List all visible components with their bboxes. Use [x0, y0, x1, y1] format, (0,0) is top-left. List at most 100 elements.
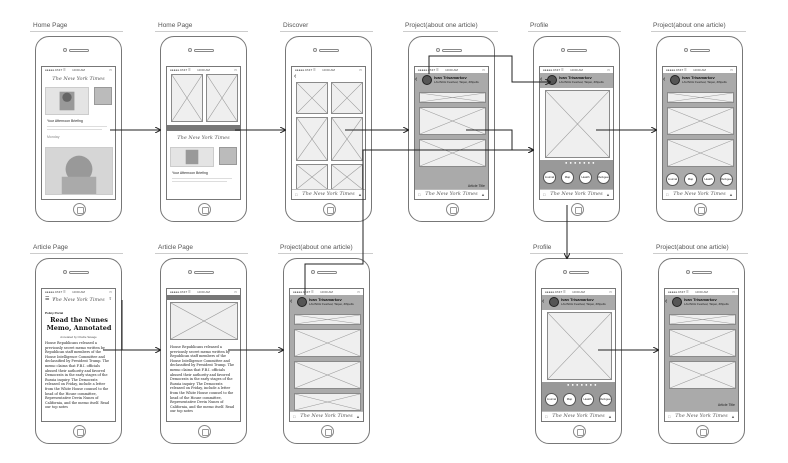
- phone-project-3: ●●●●● AT&T ☰10:00 AM▭ ‹ Ivan Trisamarkov…: [283, 258, 370, 444]
- label-project-1: Project(about one article): [405, 22, 478, 29]
- project-card-3[interactable]: [419, 139, 486, 167]
- large-photo: [45, 147, 113, 195]
- project-header: ‹ Ivan Trisamarkov LAUNCH Festival, Taip…: [663, 73, 736, 88]
- screen-home-2: ●●●●● AT&T ☰10:00 AM▭ The New York Times…: [166, 66, 241, 200]
- article-headline: Read the Nunes Memo, Annotated: [46, 316, 112, 332]
- back-chevron-icon[interactable]: ‹: [663, 76, 666, 83]
- project-card-3[interactable]: [294, 361, 361, 389]
- tag-journal[interactable]: Journal: [666, 173, 679, 186]
- menu-tile-1[interactable]: [171, 74, 203, 122]
- menu-tile-2[interactable]: [206, 74, 238, 122]
- project-author: Ivan Trisamarkov: [684, 297, 717, 302]
- masthead-2: The New York Times: [177, 135, 230, 141]
- avatar[interactable]: [297, 297, 307, 307]
- back-chevron-icon[interactable]: ‹: [540, 76, 543, 83]
- project-card-2[interactable]: [669, 329, 736, 357]
- project-card-4[interactable]: [294, 393, 361, 411]
- tag-map[interactable]: Map: [684, 173, 697, 186]
- screen-article-2: ●●●●● AT&T ☰10:00 AM▭ House Republicans …: [166, 288, 241, 422]
- tag-health[interactable]: Health: [579, 171, 592, 184]
- arrow-project1-profile1b: [466, 129, 533, 150]
- project-card-1[interactable]: [667, 92, 734, 103]
- screen-project-2: ●●●●● AT&T ☰10:00 AM▭ ‹ Ivan Trisamarkov…: [662, 66, 737, 200]
- phone-project-1: ●●●●● AT&T ☰10:00 AM▭ ‹ Ivan Trisamarkov…: [408, 36, 495, 222]
- discover-tile-2[interactable]: [331, 82, 363, 114]
- phone-article-page-1: ●●●●● AT&T ☰10:00 AM▭ ☰ ⌕ The New York T…: [35, 258, 122, 444]
- back-chevron-icon[interactable]: ‹: [665, 298, 668, 305]
- home-button[interactable]: [73, 425, 86, 438]
- avatar[interactable]: [549, 297, 559, 307]
- screen-article-1: ●●●●● AT&T ☰10:00 AM▭ ☰ ⌕ The New York T…: [41, 288, 116, 422]
- hero-photo-2: [170, 147, 214, 167]
- home-button[interactable]: [696, 425, 709, 438]
- thumb-photo: [94, 87, 112, 105]
- home-button[interactable]: [73, 203, 86, 216]
- phone-profile-2: ●●●●● AT&T ☰10:00 AM▭ ‹ Ivan Trisamarkov…: [535, 258, 622, 444]
- discover-tile-4[interactable]: [331, 117, 363, 161]
- profile-subtitle: LAUNCH Festival, Taipei, #iftpolls: [559, 80, 604, 84]
- back-chevron-icon[interactable]: ‹: [290, 298, 293, 305]
- page-dots[interactable]: ● ● ● ● ● ● ●: [567, 382, 598, 387]
- discover-tile-1[interactable]: [296, 82, 328, 114]
- briefing-date: Monday: [47, 135, 60, 139]
- home-button[interactable]: [694, 203, 707, 216]
- home-button[interactable]: [321, 425, 334, 438]
- hero-photo: [45, 87, 89, 115]
- tag-journal[interactable]: Journal: [543, 171, 556, 184]
- screen-profile-1: ●●●●● AT&T ☰10:00 AM▭ ‹ Ivan Trisamarkov…: [539, 66, 614, 200]
- profile-header: ‹ Ivan Trisamarkov LAUNCH Festival, Taip…: [542, 295, 615, 310]
- tag-journal[interactable]: Journal: [545, 393, 558, 406]
- back-chevron-icon[interactable]: ‹: [542, 298, 545, 305]
- home-button[interactable]: [446, 203, 459, 216]
- tag-map[interactable]: Map: [563, 393, 576, 406]
- avatar[interactable]: [422, 75, 432, 85]
- home-button[interactable]: [573, 425, 586, 438]
- tag-health[interactable]: Health: [581, 393, 594, 406]
- tag-refugees[interactable]: Refugees: [599, 393, 612, 406]
- home-button[interactable]: [571, 203, 584, 216]
- page-dots[interactable]: ● ● ● ● ● ● ●: [565, 160, 596, 165]
- briefing-headline: Your Afternoon Briefing: [47, 119, 83, 123]
- project-card-3[interactable]: [667, 139, 734, 167]
- back-chevron-icon[interactable]: ‹: [294, 73, 297, 80]
- project-subtitle: LAUNCH Festival, Taipei, #iftpolls: [309, 302, 354, 306]
- tag-health[interactable]: Health: [702, 173, 715, 186]
- menu-icon[interactable]: ☰: [45, 296, 50, 302]
- share-icon[interactable]: ⇪: [108, 296, 112, 301]
- avatar[interactable]: [670, 75, 680, 85]
- phone-profile-1: ●●●●● AT&T ☰10:00 AM▭ ‹ Ivan Trisamarkov…: [533, 36, 620, 222]
- project-author: Ivan Trisamarkov: [309, 297, 342, 302]
- screen-home-1: ●●●●● AT&T ☰10:00 AM▭ The New York Times…: [41, 66, 116, 200]
- phone-discover: ●●●●● AT&T ☰10:00 AM▭ ‹ □The New York Ti…: [285, 36, 372, 222]
- back-chevron-icon[interactable]: ‹: [415, 76, 418, 83]
- tag-refugees[interactable]: Refugees: [597, 171, 610, 184]
- tag-map[interactable]: Map: [561, 171, 574, 184]
- article-title-caption: Article Title: [717, 403, 735, 407]
- project-card-1[interactable]: [419, 92, 486, 103]
- project-subtitle: LAUNCH Festival, Taipei, #iftpolls: [434, 80, 479, 84]
- label-profile-2: Profile: [533, 244, 552, 251]
- search-icon[interactable]: ⌕: [53, 296, 56, 301]
- arrow-project1-profile1: [428, 55, 550, 82]
- briefing-headline-2: Your Afternoon Briefing: [172, 171, 208, 175]
- discover-tile-5[interactable]: [296, 164, 328, 190]
- project-card-3[interactable]: [669, 361, 736, 389]
- project-card-1[interactable]: [294, 314, 361, 325]
- thumb-photo-2: [219, 147, 237, 165]
- profile-name: Ivan Trisamarkov: [559, 75, 592, 80]
- home-button[interactable]: [198, 425, 211, 438]
- discover-tile-3[interactable]: [296, 117, 328, 161]
- home-button[interactable]: [198, 203, 211, 216]
- project-card-1[interactable]: [669, 314, 736, 325]
- home-button[interactable]: [323, 203, 336, 216]
- profile-photo: [545, 90, 610, 158]
- project-card-2[interactable]: [294, 329, 361, 357]
- avatar[interactable]: [672, 297, 682, 307]
- project-header: ‹ Ivan Trisamarkov LAUNCH Festival, Taip…: [290, 295, 363, 310]
- label-profile-1: Profile: [530, 22, 549, 29]
- arrow-project3-profile1: [304, 150, 533, 295]
- tag-refugees[interactable]: Refugees: [720, 173, 733, 186]
- project-card-2[interactable]: [667, 107, 734, 135]
- phone-article-page-2: ●●●●● AT&T ☰10:00 AM▭ House Republicans …: [160, 258, 247, 444]
